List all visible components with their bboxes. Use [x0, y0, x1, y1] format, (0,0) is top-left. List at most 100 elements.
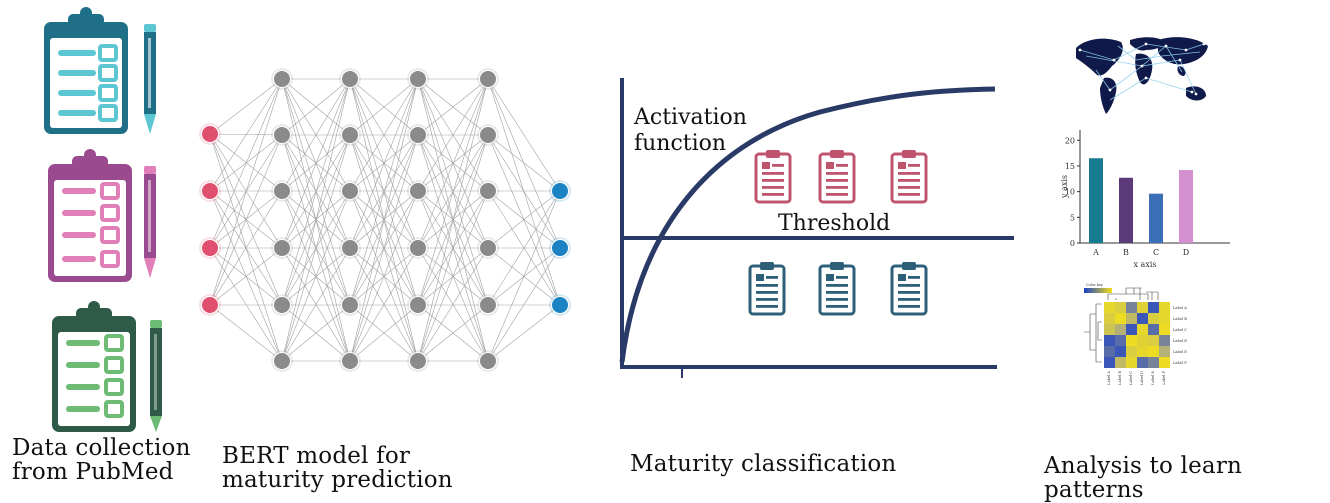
caption-data-collection-line1: Data collection: [12, 435, 191, 461]
heatmap-col-label: Label D: [1140, 371, 1144, 385]
bar-C: [1149, 193, 1163, 243]
neural-network-diagram: [199, 68, 571, 372]
output-node: [551, 239, 569, 257]
input-node: [201, 239, 219, 257]
bar-chart-xtick-label: C: [1153, 248, 1159, 257]
heatmap-cell: [1159, 324, 1170, 335]
heatmap-cell: [1104, 313, 1115, 324]
bar-B: [1119, 177, 1133, 243]
caption-data-collection: Data collection from PubMed: [12, 436, 191, 484]
world-map-network: [1076, 37, 1208, 114]
network-nodes: [199, 68, 571, 372]
heatmap-row-label: Label B: [1173, 317, 1187, 321]
heatmap-cell: [1126, 324, 1137, 335]
hidden-node: [479, 296, 497, 314]
heatmap-cell: [1104, 302, 1115, 313]
heatmap-row-label: Label A: [1173, 306, 1187, 310]
hidden-node: [409, 239, 427, 257]
bar-chart-ytick-label: 10: [1065, 188, 1075, 197]
hidden-node: [409, 182, 427, 200]
heatmap-cell: [1104, 346, 1115, 357]
caption-classification: Maturity classification: [630, 451, 897, 477]
hidden-node: [479, 352, 497, 370]
hidden-node: [479, 126, 497, 144]
heatmap-cell: [1115, 357, 1126, 368]
hidden-node: [341, 296, 359, 314]
hidden-node: [409, 126, 427, 144]
heatmap-cell: [1137, 335, 1148, 346]
hidden-node: [341, 182, 359, 200]
report-blue-icon: [748, 262, 786, 316]
heatmap-cell: [1115, 346, 1126, 357]
caption-analysis: Analysis to learn patterns: [1044, 453, 1243, 503]
hidden-node: [409, 352, 427, 370]
heatmap-col-label: Label C: [1129, 371, 1133, 385]
reports-above-threshold: [754, 150, 928, 204]
bar-A: [1089, 158, 1103, 243]
hidden-node: [273, 126, 291, 144]
heatmap-row-label: Label E: [1173, 350, 1187, 354]
heatmap-cell: [1159, 357, 1170, 368]
heatmap-cell: [1126, 346, 1137, 357]
threshold-label: Threshold: [778, 211, 891, 236]
heatmap-col-label: Label A: [1107, 371, 1111, 385]
output-node: [551, 182, 569, 200]
bar-chart-xtick-label: A: [1092, 248, 1099, 257]
heatmap-cell: [1115, 335, 1126, 346]
classification-plot: [619, 78, 1014, 378]
hidden-node: [341, 352, 359, 370]
bar-chart-ytick-label: 0: [1070, 239, 1075, 248]
bar-chart-xtick-label: B: [1123, 248, 1129, 257]
heatmap-cell: [1137, 313, 1148, 324]
input-node: [201, 125, 219, 143]
heatmap-cell: [1115, 313, 1126, 324]
heatmap-cell: [1115, 302, 1126, 313]
heatmap-cell: [1159, 335, 1170, 346]
report-red-icon: [818, 150, 856, 204]
caption-data-collection-line2: from PubMed: [12, 459, 174, 485]
bar-chart-xlabel: x axis: [1134, 260, 1157, 269]
dendrogram: [1084, 287, 1159, 363]
report-blue-icon: [890, 262, 928, 316]
heatmap-col-label: Label F: [1162, 371, 1166, 385]
bar-chart-ytick-label: 15: [1065, 162, 1075, 171]
bar-chart-ylabel: y axis: [1060, 175, 1069, 199]
heatmap-cell: [1148, 357, 1159, 368]
report-red-icon: [754, 150, 792, 204]
heatmap-cell: [1126, 357, 1137, 368]
heatmap-cell: [1126, 313, 1137, 324]
heatmap-cell: [1104, 324, 1115, 335]
heatmap-cell: [1104, 335, 1115, 346]
pencil-purple-icon: [144, 166, 156, 278]
heatmap-cell: [1137, 346, 1148, 357]
clipboard-purple-icon: [48, 149, 132, 282]
hidden-node: [341, 70, 359, 88]
heatmap-cell: [1159, 313, 1170, 324]
heatmap-cell: [1126, 302, 1137, 313]
hidden-node: [273, 239, 291, 257]
report-blue-icon: [818, 262, 856, 316]
bar-chart-ytick-label: 5: [1070, 213, 1075, 222]
bar-chart-ytick-label: 20: [1065, 136, 1075, 145]
heatmap-grid: [1104, 302, 1170, 368]
hidden-node: [479, 70, 497, 88]
heatmap-cell: [1148, 302, 1159, 313]
heatmap-cell: [1104, 357, 1115, 368]
heatmap-row-label: Label D: [1173, 339, 1187, 343]
activation-label: Activation function: [634, 105, 747, 157]
network-connections: [209, 78, 561, 362]
hidden-node: [273, 352, 291, 370]
heatmap-cell: [1148, 335, 1159, 346]
heatmap-cell: [1148, 346, 1159, 357]
input-node: [201, 182, 219, 200]
caption-bert: BERT model for maturity prediction: [222, 444, 453, 492]
report-red-icon: [890, 150, 928, 204]
hidden-node: [479, 182, 497, 200]
hidden-node: [409, 70, 427, 88]
clipboard-green-icon: [52, 301, 136, 432]
hidden-node: [409, 296, 427, 314]
heatmap-cell: [1115, 324, 1126, 335]
heatmap-cell: [1148, 324, 1159, 335]
input-node: [201, 296, 219, 314]
bar-chart-xtick-label: D: [1183, 248, 1189, 257]
